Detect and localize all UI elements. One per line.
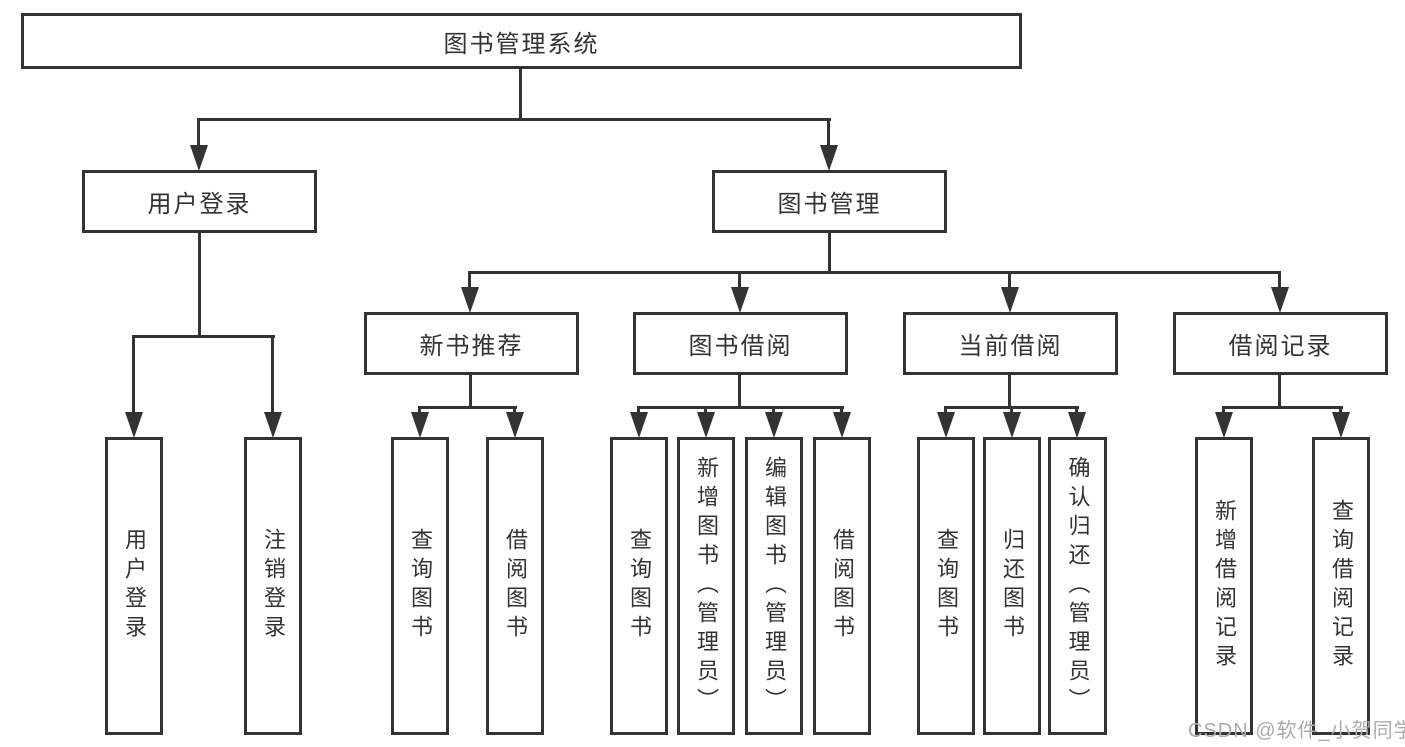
- node-root: 图书管理系统: [21, 13, 1022, 69]
- arrowhead-icon: [731, 287, 749, 313]
- node-new-book-recommend-label: 新书推荐: [419, 333, 524, 360]
- arrowhead-icon: [630, 412, 648, 438]
- arrowhead-icon: [411, 412, 429, 438]
- leaf-query-borrow-record-label: 查询借阅记录: [1329, 499, 1354, 673]
- node-user-login: 用户登录: [82, 170, 317, 233]
- arrowhead-icon: [506, 412, 524, 438]
- node-root-label: 图书管理系统: [443, 30, 600, 58]
- leaf-query-book-1: 查询图书: [391, 437, 449, 735]
- leaf-logout: 注销登录: [244, 437, 302, 735]
- arrowhead-icon: [697, 412, 715, 438]
- connector-line: [469, 375, 472, 409]
- connector-line: [1008, 375, 1011, 409]
- leaf-query-borrow-record: 查询借阅记录: [1312, 437, 1370, 735]
- node-current-borrow-label: 当前借阅: [958, 333, 1063, 360]
- leaf-borrow-book-1: 借阅图书: [486, 437, 544, 735]
- connector-line: [519, 68, 522, 121]
- leaf-borrow-book-2-label: 借阅图书: [830, 528, 855, 644]
- leaf-user-login-label: 用户登录: [122, 528, 147, 644]
- arrow-stem: [704, 406, 707, 413]
- leaf-add-book-admin: 新增图书（管理员）: [677, 437, 735, 735]
- leaf-edit-book-admin: 编辑图书（管理员）: [745, 437, 803, 735]
- arrowhead-icon: [190, 145, 208, 171]
- leaf-add-borrow-record: 新增借阅记录: [1195, 437, 1253, 735]
- arrowhead-icon: [1001, 287, 1019, 313]
- arrowhead-icon: [765, 412, 783, 438]
- connector-line: [828, 233, 831, 274]
- node-book-borrow: 图书借阅: [633, 312, 848, 375]
- node-book-management: 图书管理: [712, 170, 947, 233]
- leaf-confirm-return-admin: 确认归还（管理员）: [1048, 437, 1107, 735]
- arrow-stem: [1278, 271, 1281, 288]
- leaf-add-book-admin-label: 新增图书（管理员）: [694, 455, 719, 717]
- arrowhead-icon: [820, 145, 838, 171]
- leaf-query-book-1-label: 查询图书: [408, 528, 433, 644]
- arrowhead-icon: [1068, 412, 1086, 438]
- arrow-stem: [840, 406, 843, 413]
- arrow-stem: [1010, 406, 1013, 413]
- leaf-confirm-return-admin-label: 确认归还（管理员）: [1065, 455, 1091, 717]
- connector-line: [738, 375, 741, 409]
- arrow-stem: [418, 406, 421, 413]
- leaf-borrow-book-2: 借阅图书: [813, 437, 871, 735]
- arrow-stem: [1339, 406, 1342, 413]
- arrowhead-icon: [1003, 412, 1021, 438]
- leaf-return-book-label: 归还图书: [1000, 528, 1025, 644]
- connector-rail: [132, 335, 275, 338]
- node-new-book-recommend: 新书推荐: [364, 312, 579, 375]
- arrowhead-icon: [1271, 287, 1289, 313]
- arrow-stem: [513, 406, 516, 413]
- connector-line: [1278, 375, 1281, 409]
- arrowhead-icon: [833, 412, 851, 438]
- arrow-stem: [944, 406, 947, 413]
- leaf-query-book-2: 查询图书: [610, 437, 668, 735]
- connector-rail: [468, 271, 1281, 274]
- arrowhead-icon: [1332, 412, 1350, 438]
- node-book-management-label: 图书管理: [777, 191, 882, 218]
- leaf-add-borrow-record-label: 新增借阅记录: [1212, 499, 1237, 673]
- arrow-stem: [271, 335, 274, 413]
- arrow-stem: [1222, 406, 1225, 413]
- leaf-borrow-book-1-label: 借阅图书: [503, 528, 528, 644]
- connector-rail: [418, 406, 517, 409]
- leaf-query-book-3: 查询图书: [917, 437, 975, 735]
- leaf-return-book: 归还图书: [983, 437, 1041, 735]
- node-current-borrow: 当前借阅: [903, 312, 1118, 375]
- leaf-query-book-2-label: 查询图书: [627, 528, 652, 644]
- connector-rail: [637, 406, 844, 409]
- arrowhead-icon: [937, 412, 955, 438]
- arrow-stem: [637, 406, 640, 413]
- arrowhead-icon: [1215, 412, 1233, 438]
- leaf-user-login: 用户登录: [105, 437, 163, 735]
- arrow-stem: [132, 335, 135, 413]
- arrow-stem: [1075, 406, 1078, 413]
- arrowhead-icon: [264, 412, 282, 438]
- arrow-stem: [827, 118, 830, 146]
- connector-rail: [198, 118, 831, 121]
- leaf-logout-label: 注销登录: [261, 528, 286, 644]
- node-borrow-records-label: 借阅记录: [1228, 333, 1333, 360]
- leaf-query-book-3-label: 查询图书: [934, 528, 959, 644]
- node-user-login-label: 用户登录: [147, 191, 252, 218]
- arrow-stem: [772, 406, 775, 413]
- node-book-borrow-label: 图书借阅: [688, 333, 793, 360]
- connector-line: [198, 233, 201, 338]
- node-borrow-records: 借阅记录: [1173, 312, 1388, 375]
- arrow-stem: [197, 118, 200, 146]
- leaf-edit-book-admin-label: 编辑图书（管理员）: [762, 455, 787, 717]
- arrowhead-icon: [125, 412, 143, 438]
- watermark: CSDN @软件_小贺同学: [1188, 720, 1405, 742]
- arrowhead-icon: [461, 287, 479, 313]
- arrow-stem: [738, 271, 741, 288]
- connector-rail: [1222, 406, 1343, 409]
- arrow-stem: [468, 271, 471, 288]
- arrow-stem: [1008, 271, 1011, 288]
